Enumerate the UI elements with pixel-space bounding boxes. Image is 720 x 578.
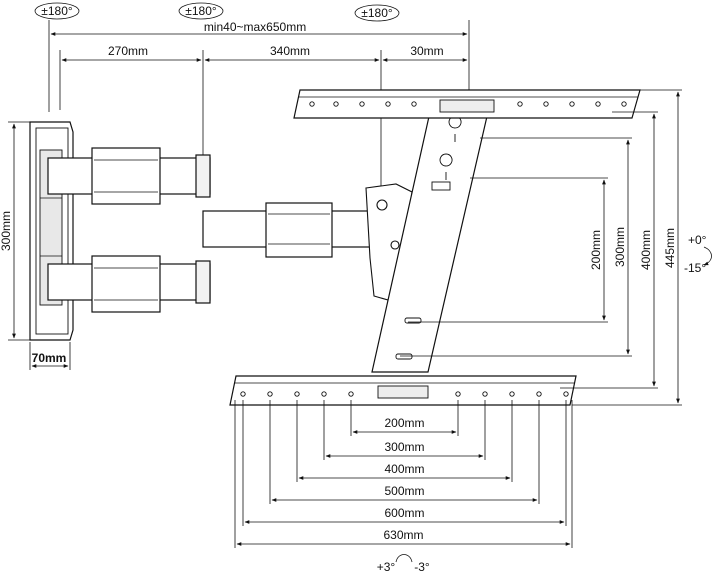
rail-hole xyxy=(240,391,246,397)
vertical-spacing-400: 400mm xyxy=(639,230,653,270)
rail-hole xyxy=(333,101,339,107)
horizontal-spacing-1: 200mm xyxy=(350,400,459,436)
wall-plate-depth-dimension xyxy=(29,342,71,370)
rail-hole xyxy=(321,391,327,397)
rail-hole xyxy=(595,101,601,107)
horizontal-spacing-label: 500mm xyxy=(384,484,424,498)
vertical-spacing-300: 300mm xyxy=(613,227,627,267)
vertical-spacing-445: 445mm xyxy=(663,228,677,268)
rail-hole xyxy=(482,391,488,397)
horizontal-spacing-label: 300mm xyxy=(384,440,424,454)
vertical-spacing-200: 200mm xyxy=(589,230,603,270)
svg-text:±180°: ±180° xyxy=(185,4,217,18)
extension-label: min40~max650mm xyxy=(204,20,306,34)
horizontal-spacing-label: 600mm xyxy=(384,506,424,520)
upper-arm-top xyxy=(47,147,211,205)
rail-hole xyxy=(621,101,627,107)
arm-segment-3: 30mm xyxy=(410,44,443,58)
extension-dimension xyxy=(48,20,470,112)
tilt-indicator: +0° -15° xyxy=(684,233,712,275)
svg-text:±180°: ±180° xyxy=(361,6,393,20)
bottom-rail xyxy=(229,375,577,406)
swivel-label-1: ±180° xyxy=(34,2,80,20)
wall-plate-height-label: 300mm xyxy=(0,211,13,251)
wall-plate xyxy=(29,121,74,341)
rail-hole xyxy=(411,101,417,107)
wall-plate-depth-label: 70mm xyxy=(32,351,67,365)
rail-hole xyxy=(267,391,273,397)
vertical-spacing-dimensions xyxy=(400,89,682,406)
horizontal-spacing-dimensions: 200mm 300mm 400mm 500mm 600mm 630mm xyxy=(234,400,573,548)
bottom-rail-holes xyxy=(240,391,569,397)
top-rail-holes xyxy=(309,101,627,107)
horizontal-spacing-label: 400mm xyxy=(384,462,424,476)
horizontal-spacing-3: 400mm xyxy=(296,400,513,482)
level-adjustment-indicator: +3° -3° xyxy=(377,554,430,574)
svg-text:+3°: +3° xyxy=(377,560,396,573)
rail-hole xyxy=(359,101,365,107)
rail-hole xyxy=(543,101,549,107)
rail-hole xyxy=(294,391,300,397)
horizontal-spacing-label: 200mm xyxy=(384,416,424,430)
rail-hole xyxy=(348,391,354,397)
top-rail xyxy=(293,89,641,119)
rail-hole xyxy=(509,391,515,397)
wall-plate-height-dimension xyxy=(8,121,30,341)
upper-arm-bottom xyxy=(47,255,211,313)
rail-hole xyxy=(309,101,315,107)
arm-segment-1: 270mm xyxy=(108,44,148,58)
rail-hole xyxy=(385,101,391,107)
horizontal-spacing-label: 630mm xyxy=(383,528,423,542)
rail-hole xyxy=(455,391,461,397)
lower-arm xyxy=(202,202,379,258)
rail-hole xyxy=(517,101,523,107)
horizontal-spacing-2: 300mm xyxy=(323,400,486,460)
rail-hole xyxy=(536,391,542,397)
arm-segment-dimensions xyxy=(59,50,468,192)
svg-text:+0°: +0° xyxy=(688,233,707,247)
svg-text:-15°: -15° xyxy=(684,261,706,275)
horizontal-spacing-5: 600mm xyxy=(242,400,567,526)
swivel-label-2: ±180° xyxy=(178,2,224,20)
svg-text:-3°: -3° xyxy=(414,560,430,573)
horizontal-spacing-6: 630mm xyxy=(234,400,573,548)
rail-hole xyxy=(563,391,569,397)
arm-segment-2: 340mm xyxy=(270,44,310,58)
svg-text:±180°: ±180° xyxy=(41,4,73,18)
rail-hole xyxy=(569,101,575,107)
swivel-label-3: ±180° xyxy=(354,4,400,22)
horizontal-spacing-4: 500mm xyxy=(269,400,540,504)
